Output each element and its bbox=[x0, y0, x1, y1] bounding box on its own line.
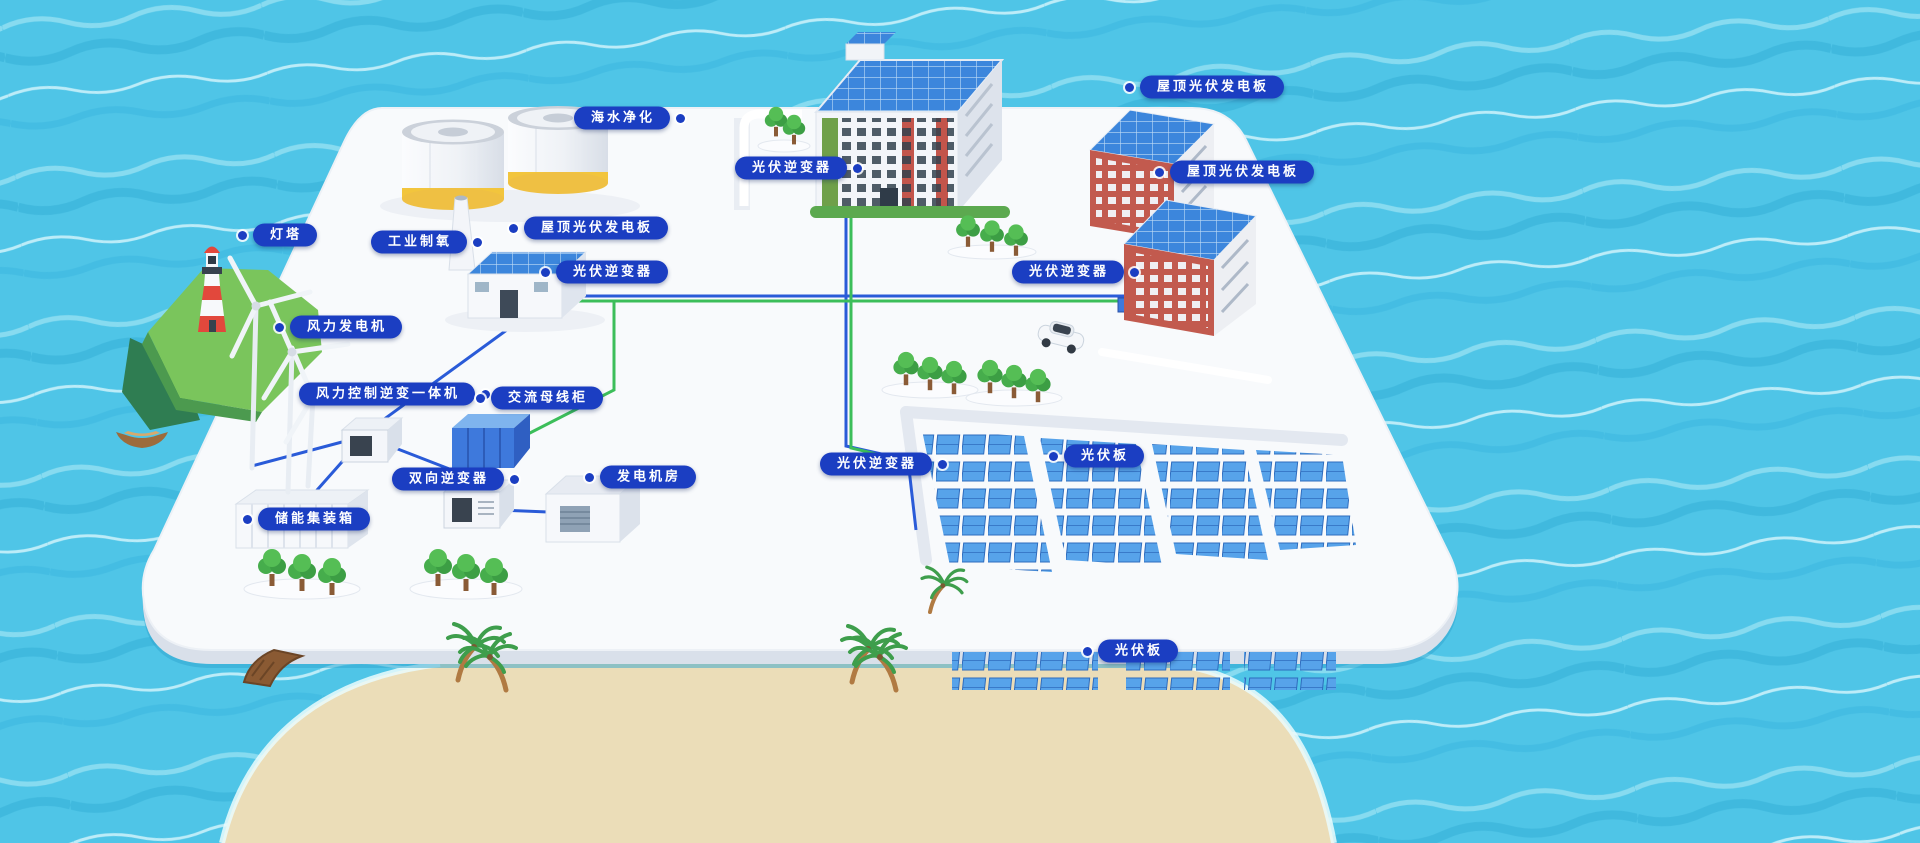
connector-dot bbox=[938, 459, 948, 469]
trees bbox=[243, 106, 1063, 600]
label-lighthouse[interactable]: 灯塔 bbox=[237, 223, 318, 247]
shipwreck bbox=[242, 648, 306, 688]
label-text: 双向逆变器 bbox=[408, 471, 490, 487]
ac-busbar-cabinet bbox=[452, 414, 530, 468]
car bbox=[1037, 320, 1085, 354]
walkways bbox=[734, 109, 1348, 566]
wind-control-inverter bbox=[340, 417, 404, 463]
label-storage-container[interactable]: 储能集装箱 bbox=[242, 507, 371, 531]
label-pv-panels-2[interactable]: 光伏板 bbox=[1082, 639, 1179, 663]
label-rooftop-pv-panel-1[interactable]: 屋顶光伏发电板 bbox=[1124, 75, 1285, 99]
label-text: 屋顶光伏发电板 bbox=[1186, 164, 1300, 180]
label-text: 风力控制逆变一体机 bbox=[315, 386, 461, 402]
connector-dot bbox=[475, 393, 485, 403]
connector-dot bbox=[540, 267, 550, 277]
label-bidirectional-inverter[interactable]: 双向逆变器 bbox=[391, 467, 520, 491]
lighthouse bbox=[198, 246, 226, 332]
label-text: 风力发电机 bbox=[306, 319, 388, 335]
connector-dot bbox=[1130, 267, 1140, 277]
label-text: 储能集装箱 bbox=[274, 511, 356, 527]
label-text: 光伏板 bbox=[1080, 448, 1130, 464]
apartment-building bbox=[810, 32, 1010, 218]
label-text: 交流母线柜 bbox=[507, 390, 589, 406]
connector-dot bbox=[237, 230, 247, 240]
label-pv-inverter-2[interactable]: 光伏逆变器 bbox=[540, 260, 669, 284]
label-text: 工业制氧 bbox=[387, 234, 453, 250]
label-industrial-oxygen[interactable]: 工业制氧 bbox=[370, 230, 483, 254]
label-pv-inverter-1[interactable]: 光伏逆变器 bbox=[734, 156, 863, 180]
connector-dot bbox=[1154, 167, 1164, 177]
rooftop-pv-building-2 bbox=[1122, 199, 1258, 336]
label-rooftop-pv-panel-2[interactable]: 屋顶光伏发电板 bbox=[1154, 160, 1315, 184]
connector-dot bbox=[1124, 82, 1134, 92]
label-text: 光伏逆变器 bbox=[836, 456, 918, 472]
connector-dot bbox=[584, 472, 594, 482]
label-text: 屋顶光伏发电板 bbox=[1156, 79, 1270, 95]
label-pv-inverter-3[interactable]: 光伏逆变器 bbox=[1011, 260, 1140, 284]
label-ac-busbar-cabinet[interactable]: 交流母线柜 bbox=[475, 386, 604, 410]
label-seawater-purification[interactable]: 海水净化 bbox=[573, 106, 686, 130]
connector-dot bbox=[481, 389, 491, 399]
boat bbox=[116, 431, 168, 448]
connector-dot bbox=[510, 474, 520, 484]
connector-dot bbox=[1048, 451, 1058, 461]
label-text: 发电机房 bbox=[616, 469, 682, 485]
label-wind-control-inverter[interactable]: 风力控制逆变一体机 bbox=[298, 382, 491, 406]
label-generator-room[interactable]: 发电机房 bbox=[584, 465, 697, 489]
label-pv-panels-1[interactable]: 光伏板 bbox=[1048, 444, 1145, 468]
label-text: 光伏逆变器 bbox=[1028, 264, 1110, 280]
connector-dot bbox=[274, 322, 284, 332]
label-text: 屋顶光伏发电板 bbox=[540, 220, 654, 236]
wind-turbines bbox=[227, 255, 369, 495]
beach-sand bbox=[219, 661, 1337, 843]
water-storage-tanks bbox=[380, 106, 640, 222]
connector-dot bbox=[242, 514, 252, 524]
label-rooftop-pv-panel-3[interactable]: 屋顶光伏发电板 bbox=[508, 216, 669, 240]
label-text: 海水净化 bbox=[590, 110, 656, 126]
connector-dot bbox=[853, 163, 863, 173]
label-text: 灯塔 bbox=[269, 227, 303, 243]
connector-dot bbox=[473, 237, 483, 247]
solar-panel-farm bbox=[922, 430, 1356, 572]
label-pv-inverter-4[interactable]: 光伏逆变器 bbox=[819, 452, 948, 476]
connector-dot bbox=[1082, 646, 1092, 656]
generator-room bbox=[544, 475, 642, 543]
connector-dot bbox=[676, 113, 686, 123]
label-wind-turbine[interactable]: 风力发电机 bbox=[274, 315, 403, 339]
label-text: 光伏逆变器 bbox=[751, 160, 833, 176]
connector-dot bbox=[508, 223, 518, 233]
label-text: 光伏板 bbox=[1114, 643, 1164, 659]
label-text: 光伏逆变器 bbox=[572, 264, 654, 280]
